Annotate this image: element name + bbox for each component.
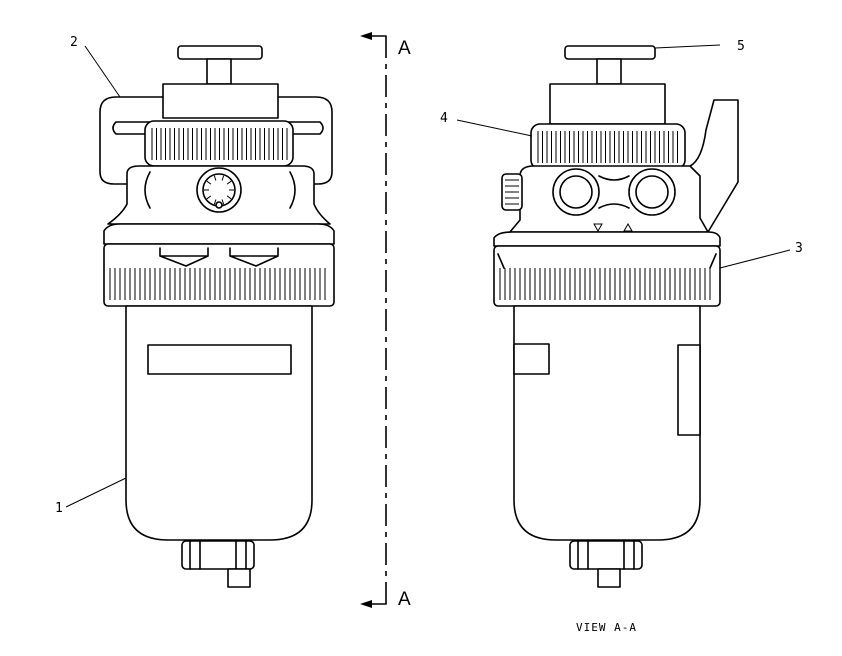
thread-mark: [213, 199, 217, 205]
filter-head-side: [509, 165, 709, 233]
collar-band: [103, 223, 335, 245]
port-bridge: [598, 175, 630, 209]
flow-arrow-down: [593, 223, 603, 233]
port-thread: [204, 175, 234, 205]
flow-arrow-up: [623, 222, 633, 232]
port-pin: [215, 201, 223, 209]
bowl-collar-ticks-side: [499, 268, 711, 300]
knurled-ring-side: [530, 123, 686, 170]
knurled-ring-ticks-side: [537, 131, 678, 163]
outlet-port-side-inner: [635, 175, 669, 209]
bowl-label-plate: [147, 344, 292, 375]
drain-nut: [181, 540, 255, 570]
collar-tabs: [497, 253, 717, 269]
callout-5: 5: [737, 39, 745, 54]
callout-1: 1: [55, 501, 63, 516]
drain-plug: [227, 568, 251, 588]
knurled-ring-ticks: [151, 128, 288, 160]
collar-notch-left: [159, 247, 209, 267]
pump-housing-side: [549, 83, 666, 125]
callout-2: 2: [70, 35, 78, 50]
drain-nut-flats: [189, 540, 247, 570]
callout-3: 3: [795, 241, 803, 256]
drain-nut-side-flats: [577, 540, 635, 570]
thread-mark: [206, 195, 212, 200]
leader-lines: [65, 44, 791, 508]
t-handle-stem-side: [596, 58, 622, 85]
mounting-bracket-side: [689, 99, 739, 233]
t-handle-bar-side: [564, 45, 656, 60]
section-marker-top: A: [398, 38, 411, 59]
bowl-collar-side: [493, 245, 721, 307]
collar-notch-right: [229, 247, 279, 267]
callout-4: 4: [440, 111, 448, 126]
bowl-label-right: [677, 344, 701, 436]
drain-nut-side: [569, 540, 643, 570]
thread-mark: [221, 175, 225, 181]
drain-plug-side: [597, 568, 621, 588]
filter-bowl: [125, 305, 313, 541]
thread-mark: [206, 180, 212, 185]
section-line: [360, 32, 387, 608]
side-view: [493, 45, 739, 588]
t-handle-stem: [206, 58, 232, 85]
section-arrow-bottom: [360, 600, 372, 608]
filter-bowl-side: [513, 305, 701, 541]
pump-housing: [162, 83, 279, 119]
section-arrow-top: [360, 32, 372, 40]
section-marker-bottom: A: [398, 589, 411, 610]
bleed-screw-knurl: [505, 179, 519, 205]
t-handle-bar: [177, 45, 263, 60]
thread-mark: [226, 195, 232, 200]
thread-mark: [226, 180, 232, 185]
bowl-collar-ticks: [109, 268, 326, 300]
inlet-port-side-inner: [559, 175, 593, 209]
bowl-label-left: [513, 343, 550, 375]
thread-mark: [213, 175, 217, 181]
view-caption: VIEW A-A: [576, 621, 637, 634]
thread-mark: [221, 199, 225, 205]
front-view: [99, 45, 335, 588]
collar-band-side: [493, 231, 721, 247]
head-contours: [144, 171, 296, 209]
